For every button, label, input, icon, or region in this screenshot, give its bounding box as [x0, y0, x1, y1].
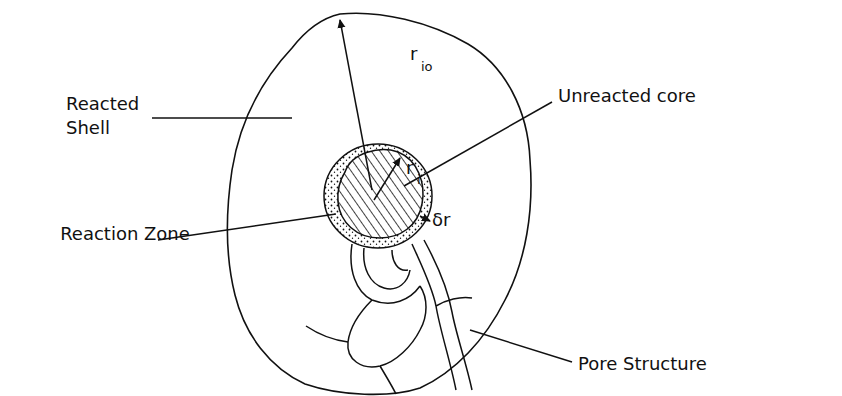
thickness-symbol: δr [432, 208, 450, 232]
radius-symbol: r [410, 42, 417, 66]
part-label: Unreacted core [558, 84, 696, 108]
radius-subscript: io [421, 58, 433, 76]
region-label: Reacted Shell [66, 92, 152, 141]
part-label: Pore Structure [578, 352, 707, 376]
region-label: Reaction Zone [60, 222, 190, 246]
radius-subscript: i [417, 171, 421, 189]
radius-symbol: r [406, 156, 413, 180]
